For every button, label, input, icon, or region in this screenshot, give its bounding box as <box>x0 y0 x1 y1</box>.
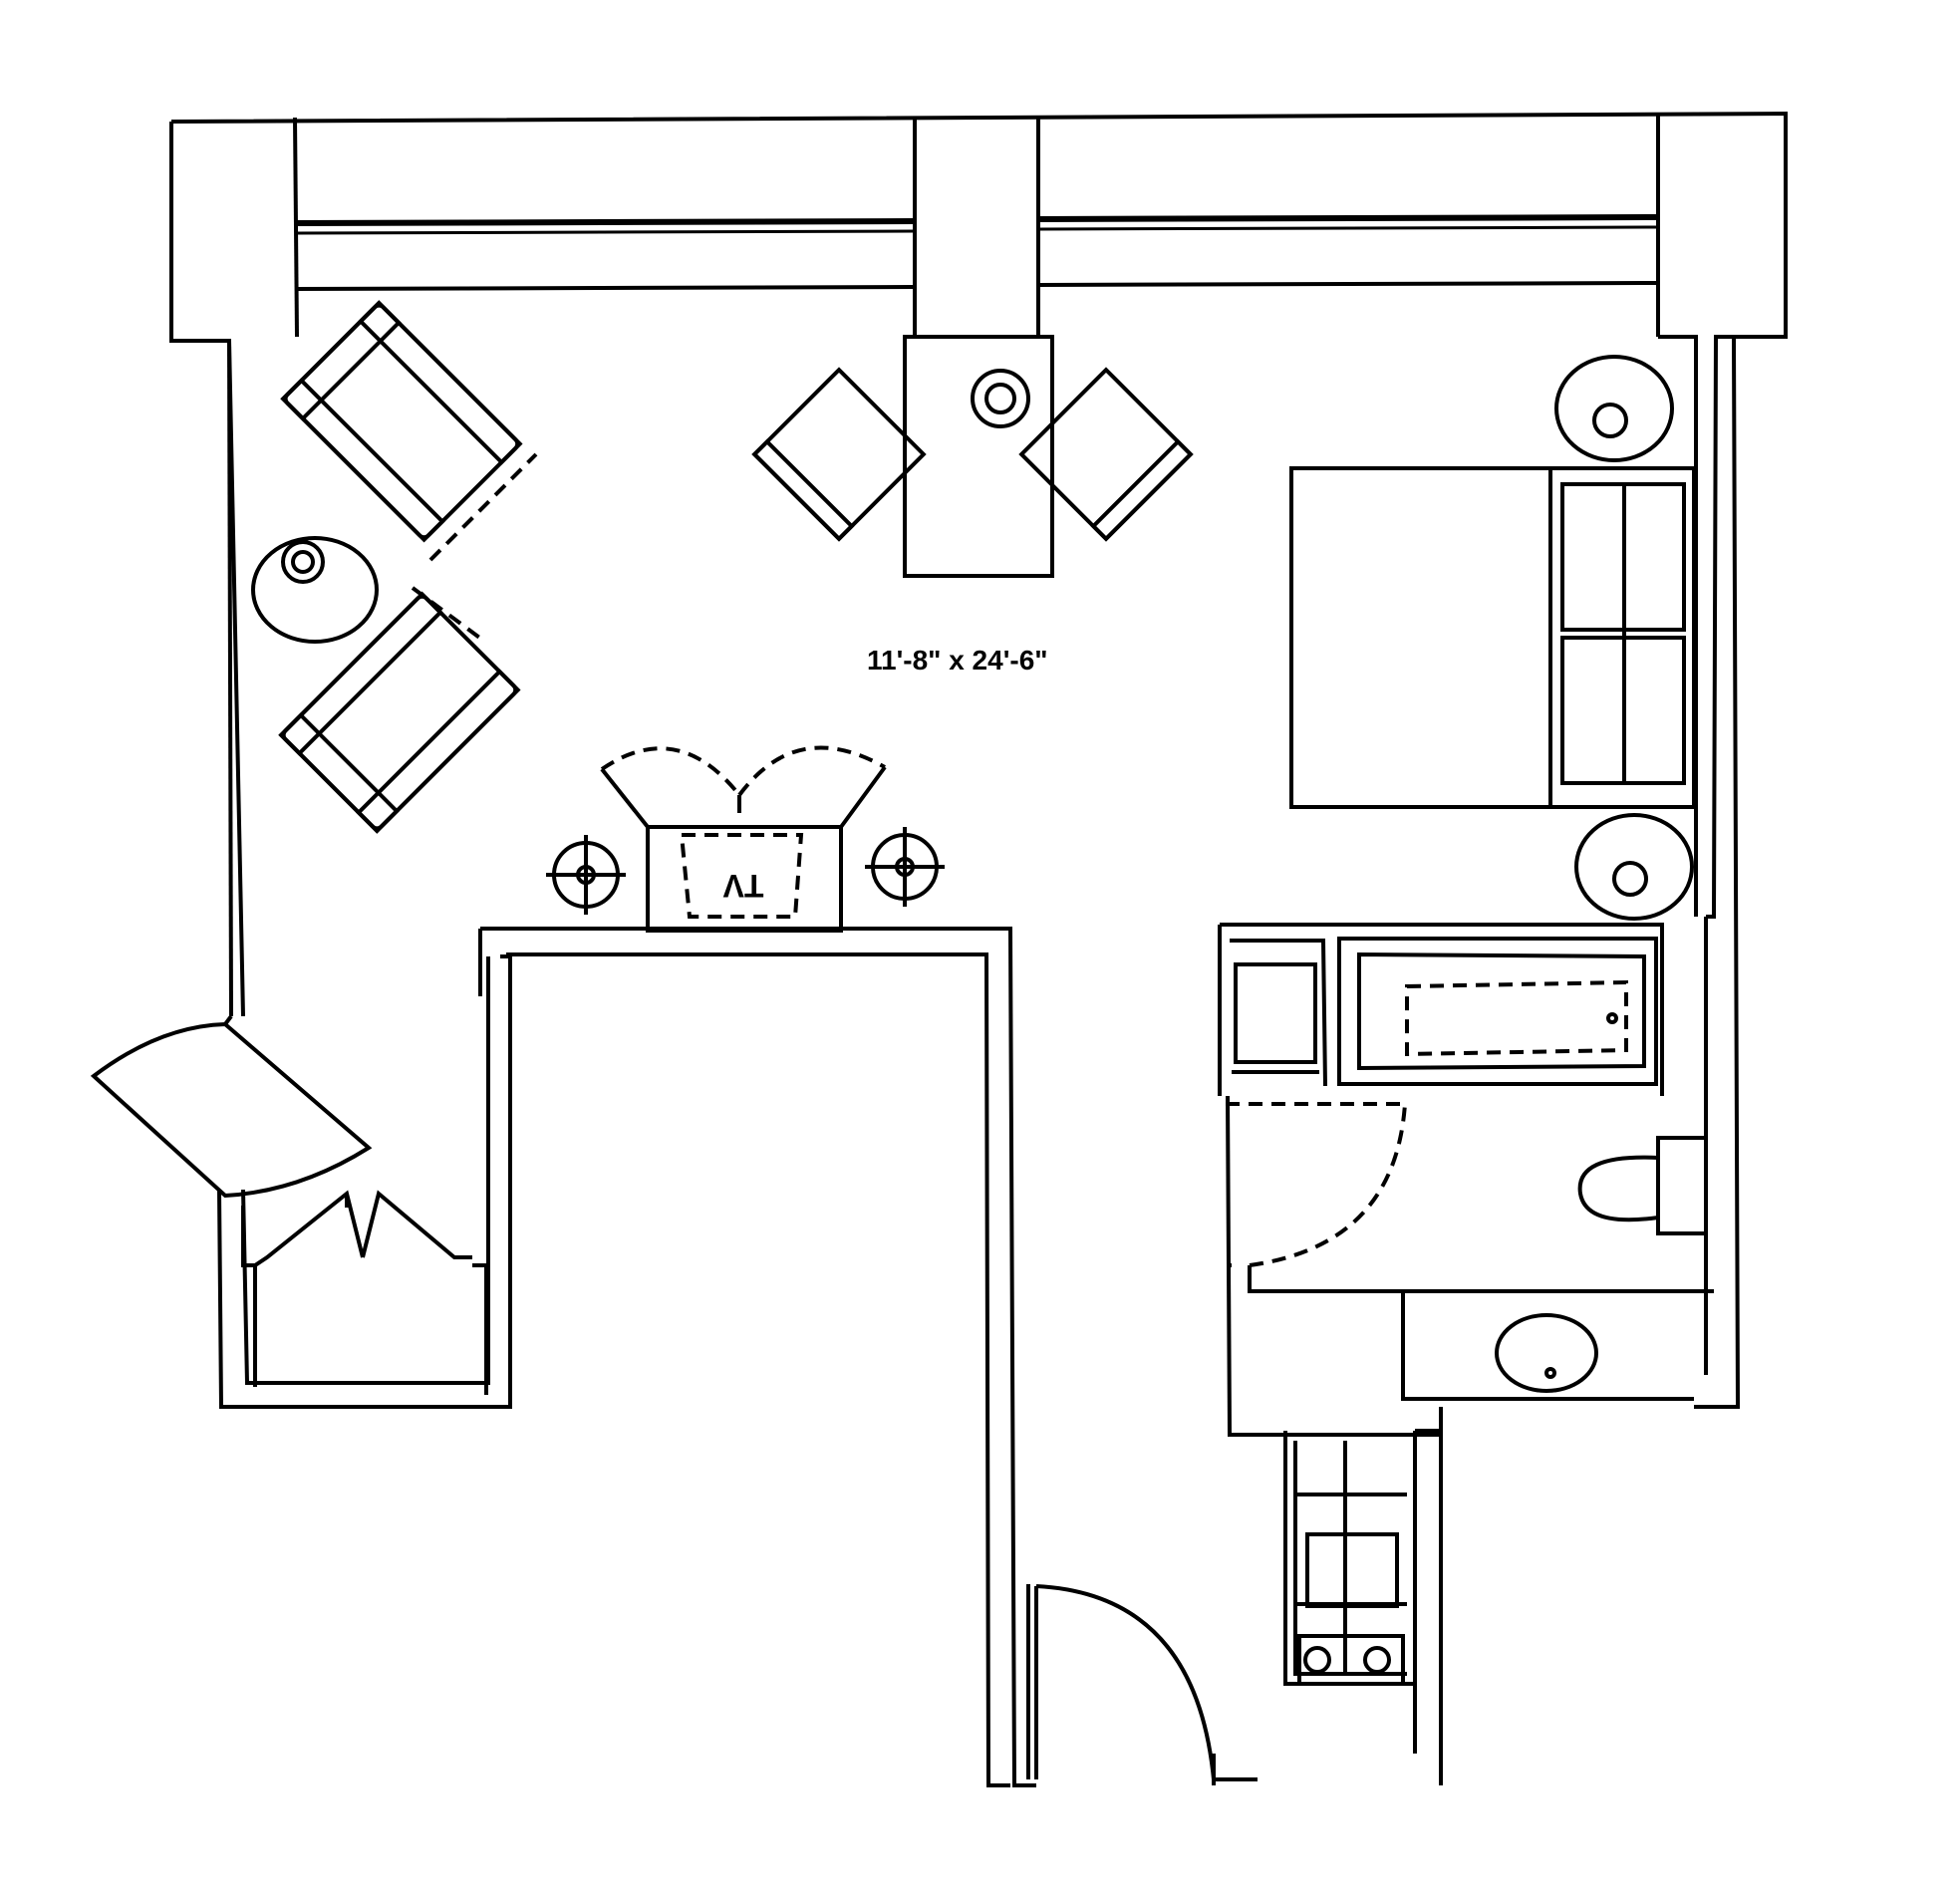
bed <box>1289 466 1696 809</box>
side-table-lamp <box>251 536 379 644</box>
bathroom <box>1218 923 1714 1437</box>
entry-door <box>1026 1584 1258 1785</box>
angled-door-panel <box>90 1014 373 1199</box>
kitchenette <box>1283 1407 1443 1785</box>
desk <box>903 335 1054 578</box>
floor-lamp-right <box>865 827 945 907</box>
room-dimension-label: 11'-8" x 24'-6" <box>867 645 1048 676</box>
armchair-lower <box>278 591 521 834</box>
desk-chair-right <box>1018 367 1194 542</box>
nightstand-lower <box>1574 813 1694 921</box>
desk-chair-left <box>751 367 927 542</box>
closet <box>241 1190 488 1395</box>
tv-label: TV <box>722 868 764 904</box>
armchair-upper <box>280 300 523 543</box>
hall-partition <box>478 927 1036 1787</box>
floor-lamp-left <box>546 835 626 915</box>
tv-cabinet <box>600 745 887 933</box>
nightstand-upper <box>1554 355 1674 462</box>
